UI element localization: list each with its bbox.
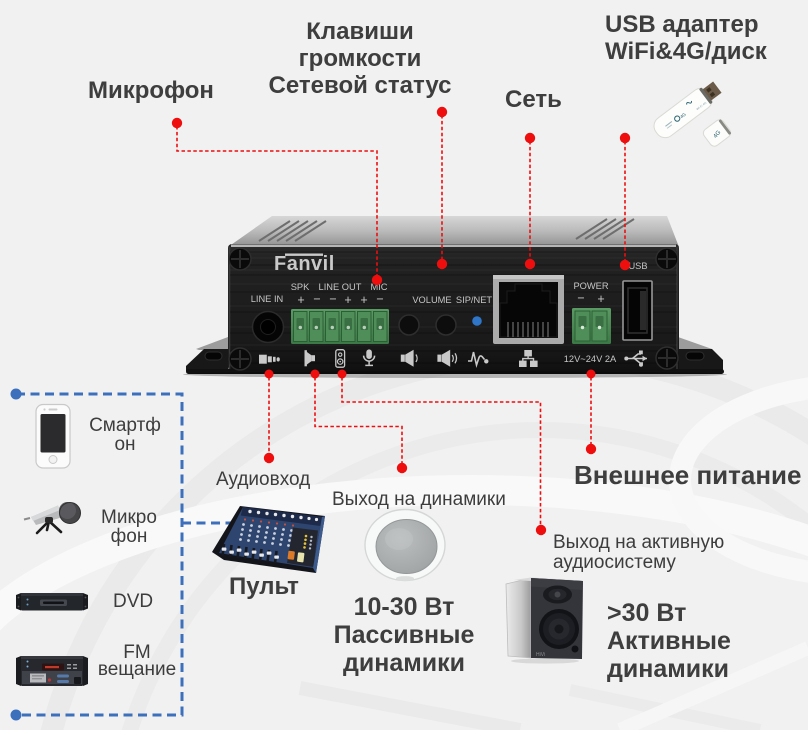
svg-text:−: −	[577, 291, 584, 305]
svg-text:HiVi: HiVi	[536, 652, 545, 658]
svg-text:SIP/NET: SIP/NET	[456, 295, 492, 305]
svg-text:−: −	[313, 292, 320, 306]
svg-text:+: +	[597, 292, 604, 306]
svg-text:+: +	[360, 293, 367, 307]
svg-text:−: −	[376, 292, 383, 306]
svg-text:+: +	[297, 293, 304, 307]
svg-text:4G: 4G	[713, 129, 723, 139]
svg-text:USB: USB	[628, 261, 647, 271]
svg-text:LINE IN: LINE IN	[251, 294, 284, 304]
svg-text:VOLUME: VOLUME	[412, 295, 451, 305]
svg-text:MIC: MIC	[370, 282, 387, 292]
svg-text:LINE OUT: LINE OUT	[319, 282, 362, 292]
svg-text:Fanvil: Fanvil	[274, 253, 335, 275]
svg-text:−: −	[329, 292, 336, 306]
svg-text:12V~24V 2A: 12V~24V 2A	[564, 354, 617, 364]
svg-text:Wi-Fi 4G: Wi-Fi 4G	[695, 100, 707, 111]
svg-text:POWER: POWER	[573, 281, 608, 291]
svg-text:+: +	[344, 293, 351, 307]
svg-text:SPK: SPK	[291, 282, 310, 292]
svg-text:4G: 4G	[679, 111, 687, 119]
